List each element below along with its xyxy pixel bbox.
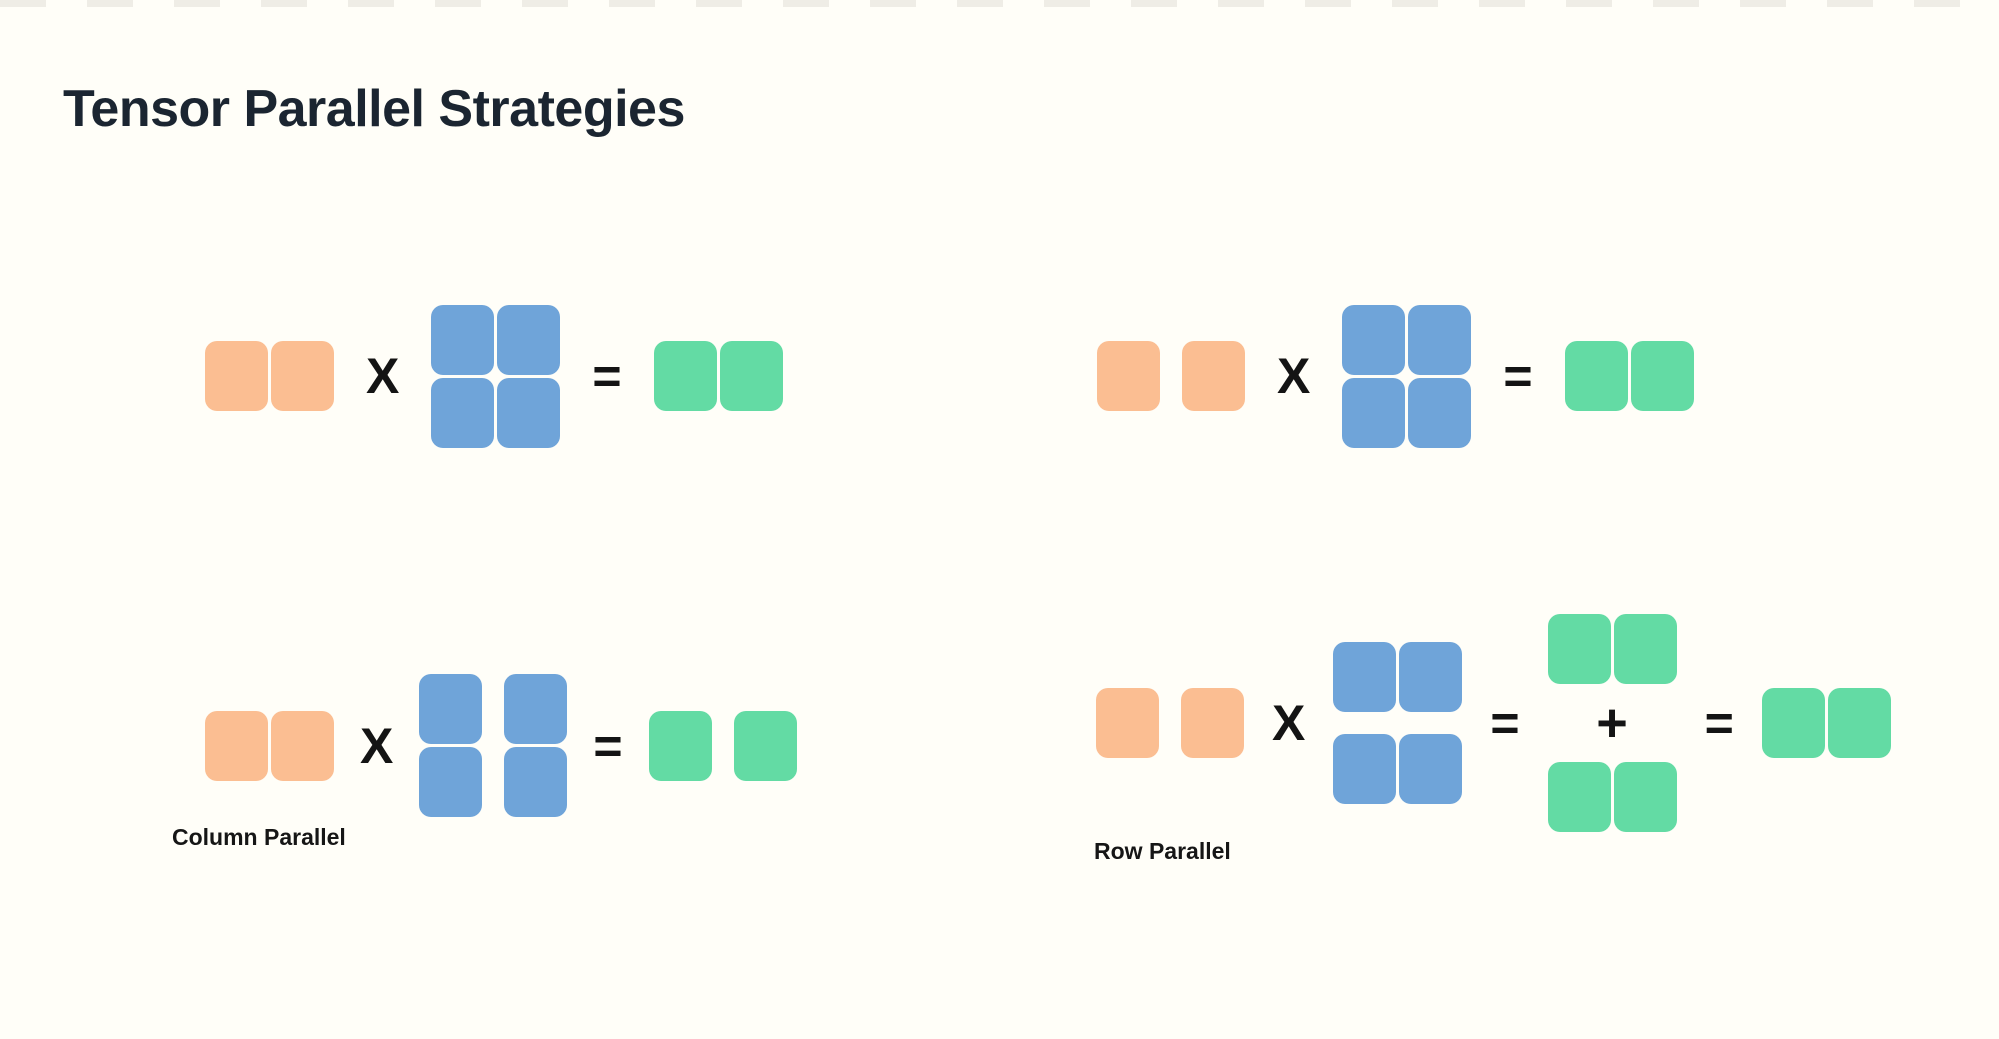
weight-matrix-column-split (419, 674, 568, 817)
equals-operator: = (592, 348, 622, 404)
input-vector-block (271, 341, 334, 411)
weight-matrix-block (431, 377, 495, 448)
multiply-operator: X (366, 348, 400, 404)
weight-matrix-column-split-block (419, 747, 483, 817)
page-title: Tensor Parallel Strategies (63, 79, 685, 138)
weight-matrix-block (431, 304, 495, 375)
partial-sum-stack: + (1547, 614, 1677, 832)
input-vector-sharded-block (1181, 688, 1244, 758)
output-vector-block (1630, 341, 1694, 411)
partial-output-bottom (1547, 762, 1677, 832)
input-vector-sharded-block (1097, 341, 1160, 411)
input-vector-block (271, 710, 334, 781)
weight-matrix-row-split-block (1399, 734, 1463, 804)
partial-output-top-block (1547, 614, 1611, 684)
output-vector-sharded-block (733, 710, 797, 781)
output-vector (653, 341, 783, 411)
weight-matrix-block (497, 377, 561, 448)
weight-matrix-column-split-block (419, 674, 483, 744)
top-edge-dashes (0, 0, 1999, 7)
weight-matrix-block (1342, 377, 1406, 448)
output-vector-block (1827, 688, 1891, 758)
partial-output-bottom-block (1613, 762, 1677, 832)
output-vector-block (719, 341, 783, 411)
diagram-baseline-matmul-right: X= (1097, 304, 1694, 448)
input-vector-sharded-block (1182, 341, 1245, 411)
plus-operator: + (1596, 693, 1628, 753)
partial-output-bottom-block (1547, 762, 1611, 832)
input-vector-block (205, 710, 268, 781)
weight-matrix-block (1408, 377, 1472, 448)
output-vector (1564, 341, 1694, 411)
weight-matrix-row-split-block (1333, 734, 1397, 804)
equals-operator: = (1490, 695, 1520, 751)
equals-operator: = (1704, 695, 1734, 751)
weight-matrix-column-split-block (504, 674, 568, 744)
weight-matrix-block (1342, 304, 1406, 375)
weight-matrix-block (497, 304, 561, 375)
input-vector-sharded (1096, 688, 1244, 758)
output-vector-block (1564, 341, 1628, 411)
weight-matrix-row-split-block (1333, 642, 1397, 712)
column-parallel-label: Column Parallel (172, 824, 346, 850)
input-vector (205, 710, 334, 781)
weight-matrix (431, 304, 561, 448)
output-vector-sharded-block (648, 710, 712, 781)
input-vector-block (205, 341, 268, 411)
equals-operator: = (593, 717, 623, 774)
output-vector-block (1761, 688, 1825, 758)
diagram-baseline-matmul-left: X= (205, 304, 783, 448)
output-vector-sharded (648, 710, 797, 781)
multiply-operator: X (1272, 695, 1306, 751)
output-vector-block (653, 341, 717, 411)
input-vector (205, 341, 334, 411)
diagram-column-parallel: X= (205, 674, 797, 817)
weight-matrix-column-split-block (504, 747, 568, 817)
row-parallel-label: Row Parallel (1094, 838, 1231, 864)
weight-matrix (1342, 304, 1472, 448)
weight-matrix-row-split (1333, 642, 1463, 804)
output-vector (1761, 688, 1891, 758)
multiply-operator: X (1277, 348, 1311, 404)
multiply-operator: X (360, 717, 394, 774)
partial-output-top (1547, 614, 1677, 684)
input-vector-sharded (1097, 341, 1245, 411)
input-vector-sharded-block (1096, 688, 1159, 758)
diagram-row-parallel: X = + = (1096, 614, 1891, 832)
partial-output-top-block (1613, 614, 1677, 684)
weight-matrix-row-split-block (1399, 642, 1463, 712)
equals-operator: = (1503, 348, 1533, 404)
weight-matrix-block (1408, 304, 1472, 375)
